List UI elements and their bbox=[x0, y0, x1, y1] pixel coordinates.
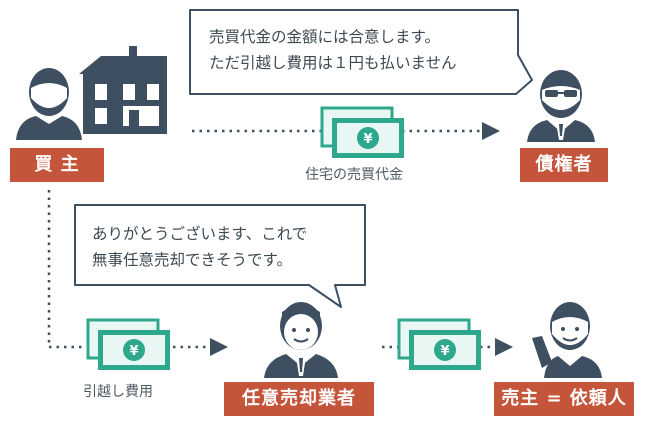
svg-text:¥: ¥ bbox=[440, 344, 449, 359]
svg-text:¥: ¥ bbox=[363, 132, 372, 147]
agent-label: 任意売却業者 bbox=[224, 382, 374, 416]
yen-banknote-icon: ¥ bbox=[320, 106, 404, 158]
creditor-label: 債権者 bbox=[520, 148, 608, 182]
agent-speech-bubble bbox=[74, 204, 366, 308]
arrow-right-icon bbox=[495, 338, 513, 356]
buyer-label: 買 主 bbox=[10, 148, 104, 182]
creditor-bubble-line2: ただ引越し費用は１円も払いません bbox=[209, 54, 457, 72]
person-icon bbox=[16, 68, 82, 140]
agent-bubble-line1: ありがとうございます、これで bbox=[92, 225, 308, 243]
businessman-icon bbox=[264, 302, 338, 378]
agent-bubble-line2: 無事任意売却できそうです。 bbox=[92, 251, 292, 269]
arrow-right-icon bbox=[210, 338, 228, 356]
person-glasses-icon bbox=[527, 70, 595, 142]
person-waving-icon bbox=[532, 302, 602, 378]
svg-text:¥: ¥ bbox=[129, 344, 138, 359]
yen-banknote-icon: ¥ bbox=[86, 318, 170, 370]
moving-cost-caption: 引越し費用 bbox=[83, 384, 153, 400]
sale-price-caption: 住宅の売買代金 bbox=[305, 167, 403, 183]
yen-banknote-icon: ¥ bbox=[397, 318, 481, 370]
creditor-speech-bubble bbox=[189, 9, 533, 95]
seller-label: 売主 = 依頼人 bbox=[494, 382, 634, 416]
house-icon bbox=[79, 46, 167, 134]
arrow-right-icon bbox=[482, 122, 500, 140]
creditor-bubble-line1: 売買代金の金額には合意します。 bbox=[209, 28, 440, 46]
